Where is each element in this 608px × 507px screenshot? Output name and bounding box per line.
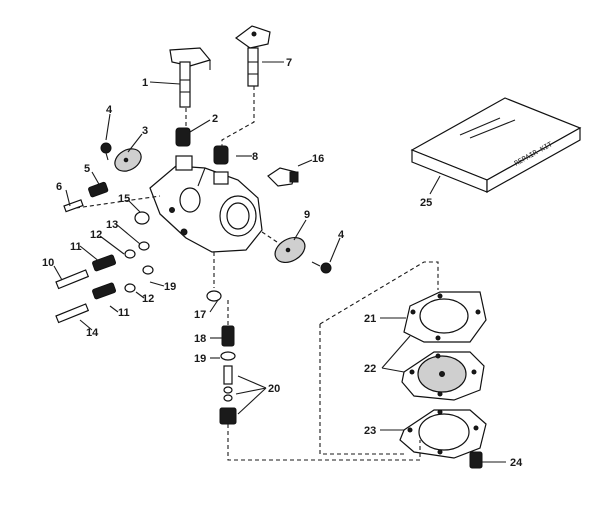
callout-4-upper: 4 bbox=[106, 104, 113, 116]
spring-11-lower bbox=[92, 282, 117, 300]
fitting-24 bbox=[469, 451, 483, 469]
callout-5: 5 bbox=[84, 163, 90, 175]
washer-13-lower bbox=[142, 265, 154, 275]
callout-15: 15 bbox=[118, 193, 130, 205]
throttle-spring bbox=[175, 127, 191, 147]
callout-1: 1 bbox=[142, 77, 148, 89]
callout-14: 14 bbox=[86, 327, 99, 339]
callout-17: 17 bbox=[194, 309, 206, 321]
screw-lower bbox=[311, 261, 332, 274]
callout-25: 25 bbox=[420, 197, 432, 209]
screw-upper bbox=[100, 142, 112, 161]
callout-3: 3 bbox=[142, 125, 148, 137]
repair-kit-box: REPAIR KIT bbox=[410, 97, 582, 194]
needle-valve-20 bbox=[219, 365, 237, 425]
callout-24: 24 bbox=[510, 457, 523, 469]
throttle-shaft bbox=[169, 47, 212, 108]
callout-12-lower: 12 bbox=[142, 293, 154, 305]
callout-22: 22 bbox=[364, 363, 376, 375]
spring-18 bbox=[221, 325, 235, 347]
gasket-21 bbox=[403, 291, 487, 343]
spring-left-upper bbox=[88, 181, 109, 198]
spring-11-upper bbox=[92, 254, 117, 272]
washer-12-lower bbox=[124, 283, 136, 293]
callout-20: 20 bbox=[268, 383, 280, 395]
callout-13-upper: 13 bbox=[106, 219, 118, 231]
carburetor-body bbox=[149, 155, 263, 253]
callout-6: 6 bbox=[56, 181, 62, 193]
assembly-lines bbox=[75, 86, 439, 461]
callout-21: 21 bbox=[364, 313, 376, 325]
gasket-23 bbox=[399, 409, 487, 459]
callout-9: 9 bbox=[304, 209, 310, 221]
gasket-22 bbox=[401, 351, 485, 401]
plug-15 bbox=[134, 211, 150, 225]
throttle-plate bbox=[114, 148, 142, 172]
washer-19 bbox=[220, 351, 236, 361]
callout-18: 18 bbox=[194, 333, 206, 345]
choke-plate bbox=[274, 236, 306, 264]
fuel-inlet-fitting bbox=[267, 167, 299, 187]
idle-needle-10 bbox=[55, 269, 90, 290]
callout-11-lower: 11 bbox=[118, 307, 130, 319]
callout-7: 7 bbox=[286, 57, 292, 69]
callout-11-upper: 11 bbox=[70, 241, 82, 253]
callout-10: 10 bbox=[42, 257, 54, 269]
washer-12-upper bbox=[124, 249, 136, 259]
choke-spring bbox=[213, 145, 229, 165]
choke-shaft bbox=[234, 25, 271, 87]
screw-left bbox=[63, 199, 84, 213]
plug-17 bbox=[206, 290, 222, 302]
callout-19: 19 bbox=[194, 353, 206, 365]
callout-8: 8 bbox=[252, 151, 258, 163]
main-needle-14 bbox=[55, 303, 90, 324]
leader-lines bbox=[53, 61, 506, 463]
callout-16: 16 bbox=[312, 153, 324, 165]
callout-23: 23 bbox=[364, 425, 376, 437]
callout-13-lower: 19 bbox=[164, 281, 176, 293]
callout-2: 2 bbox=[212, 113, 218, 125]
callout-12-upper: 12 bbox=[90, 229, 102, 241]
washer-13-upper bbox=[138, 241, 150, 251]
callout-numbers: 1 7 2 3 4 5 6 8 16 9 4 15 13 12 11 10 19… bbox=[42, 57, 523, 469]
callout-4-lower: 4 bbox=[338, 229, 345, 241]
